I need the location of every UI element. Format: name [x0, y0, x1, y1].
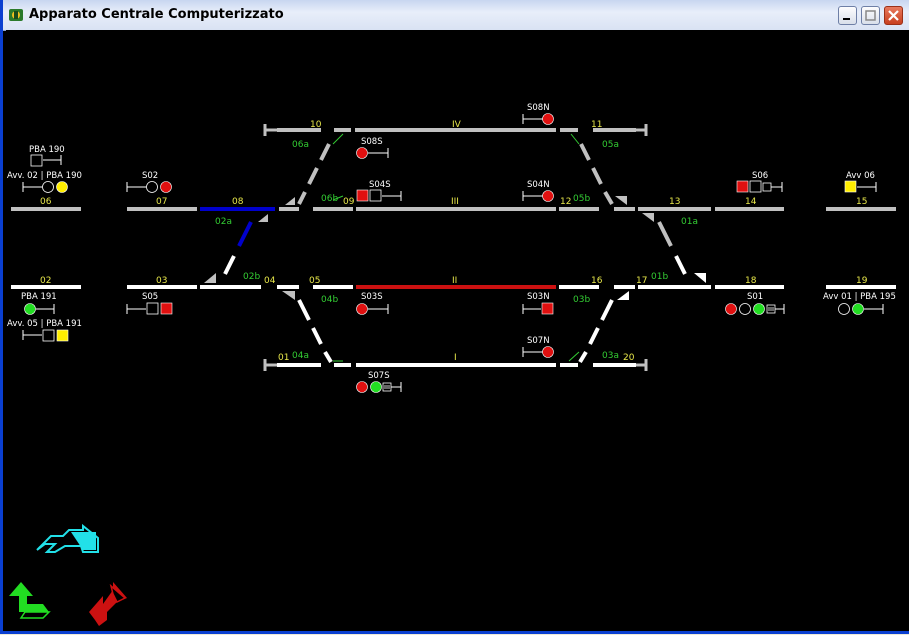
label-07: 07	[156, 197, 167, 207]
label-19: 19	[856, 276, 868, 286]
label-17: 17	[636, 276, 647, 286]
label-04a: 04a	[292, 351, 309, 361]
track-segments[interactable]	[11, 128, 896, 367]
label-PBA190: PBA 190	[29, 145, 65, 155]
label-16: 16	[591, 276, 603, 286]
signal-S07N[interactable]	[522, 346, 554, 358]
label-S03S: S03S	[361, 292, 383, 302]
signal-AVV02[interactable]	[22, 181, 68, 193]
label-10: 10	[310, 120, 322, 130]
label-02: 02	[40, 276, 51, 286]
switch-points[interactable]	[204, 133, 706, 362]
label-03: 03	[156, 276, 167, 286]
minimize-button[interactable]	[838, 6, 857, 25]
label-14: 14	[745, 197, 757, 207]
green-arrow-icon[interactable]	[9, 582, 51, 619]
label-S01: S01	[747, 292, 763, 302]
label-I: I	[454, 353, 457, 363]
label-III: III	[451, 197, 459, 207]
label-S05: S05	[142, 292, 158, 302]
track-diagram-canvas: 10 IV 11 06 07 08 09 III 12 13 14 15 02 …	[6, 30, 909, 631]
label-05a: 05a	[602, 140, 619, 150]
label-03a: 03a	[602, 351, 619, 361]
window-title: Apparato Centrale Computerizzato	[29, 7, 284, 22]
label-AVV01: Avv 01 | PBA 195	[823, 292, 896, 302]
label-06: 06	[40, 197, 52, 207]
maximize-button[interactable]	[861, 6, 880, 25]
close-icon	[888, 10, 899, 21]
label-15: 15	[856, 197, 867, 207]
track-diagram: 10 IV 11 06 07 08 09 III 12 13 14 15 02 …	[7, 103, 896, 626]
red-arrow-icon[interactable]	[89, 582, 127, 626]
label-S03N: S03N	[527, 292, 550, 302]
label-AVV02: Avv. 02 | PBA 190	[7, 171, 82, 181]
label-AVV06: Avv 06	[846, 171, 875, 181]
switch-labels: 06a 05a 06b 05b 02a 01a 02b 01b 04b 03b …	[215, 140, 698, 361]
label-S06: S06	[752, 171, 768, 181]
label-04b: 04b	[321, 295, 338, 305]
label-S07S: S07S	[368, 371, 390, 381]
label-06a: 06a	[292, 140, 309, 150]
close-button[interactable]	[884, 6, 903, 25]
buffer-stops	[263, 124, 648, 371]
signal-S05[interactable]	[126, 302, 173, 315]
cyan-arrow-icon[interactable]	[36, 523, 99, 553]
label-11: 11	[591, 120, 602, 130]
signal-AVV05[interactable]	[22, 329, 69, 342]
signal-S08S[interactable]	[356, 147, 389, 159]
label-S08N: S08N	[527, 103, 550, 113]
label-IV: IV	[452, 120, 462, 130]
signal-S02[interactable]	[126, 181, 172, 193]
label-S07N: S07N	[527, 336, 550, 346]
label-AVV05: Avv. 05 | PBA 191	[7, 319, 82, 329]
label-01a: 01a	[681, 217, 698, 227]
label-S04S: S04S	[369, 180, 391, 190]
maximize-icon	[865, 10, 876, 21]
signal-AVV01[interactable]	[838, 303, 884, 315]
signal-S04N[interactable]	[522, 190, 554, 202]
signal-S03S[interactable]	[356, 303, 389, 315]
label-06b: 06b	[321, 194, 338, 204]
label-S08S: S08S	[361, 137, 383, 147]
title-bar[interactable]: Apparato Centrale Computerizzato	[3, 0, 909, 31]
signal-PBA190[interactable]	[30, 154, 62, 167]
label-08: 08	[232, 197, 244, 207]
label-09: 09	[343, 197, 355, 207]
signal-AVV06[interactable]	[844, 180, 877, 193]
label-II: II	[452, 276, 457, 286]
label-18: 18	[745, 276, 757, 286]
label-12: 12	[560, 197, 571, 207]
signal-PBA191[interactable]	[24, 303, 55, 315]
signals[interactable]: S08N S08S S04S	[7, 103, 896, 393]
label-01b: 01b	[651, 272, 668, 282]
track-labels: 10 IV 11 06 07 08 09 III 12 13 14 15 02 …	[40, 120, 868, 363]
label-01: 01	[278, 353, 289, 363]
label-S02: S02	[142, 171, 158, 181]
label-05b: 05b	[573, 194, 590, 204]
label-05: 05	[309, 276, 320, 286]
app-icon	[9, 9, 23, 21]
label-13: 13	[669, 197, 680, 207]
label-04: 04	[264, 276, 276, 286]
signal-S08N[interactable]	[522, 113, 554, 125]
signal-S01[interactable]	[725, 303, 785, 315]
signal-S03N[interactable]	[522, 302, 554, 315]
label-03b: 03b	[573, 295, 590, 305]
label-S04N: S04N	[527, 180, 550, 190]
signal-S04S[interactable]	[356, 189, 402, 202]
minimize-icon	[843, 18, 850, 20]
label-20: 20	[623, 353, 635, 363]
signal-S06[interactable]	[736, 180, 783, 193]
label-PBA191: PBA 191	[21, 292, 57, 302]
label-02b: 02b	[243, 272, 260, 282]
signal-S07S[interactable]	[356, 381, 402, 393]
crossovers[interactable]	[223, 143, 687, 364]
label-02a: 02a	[215, 217, 232, 227]
